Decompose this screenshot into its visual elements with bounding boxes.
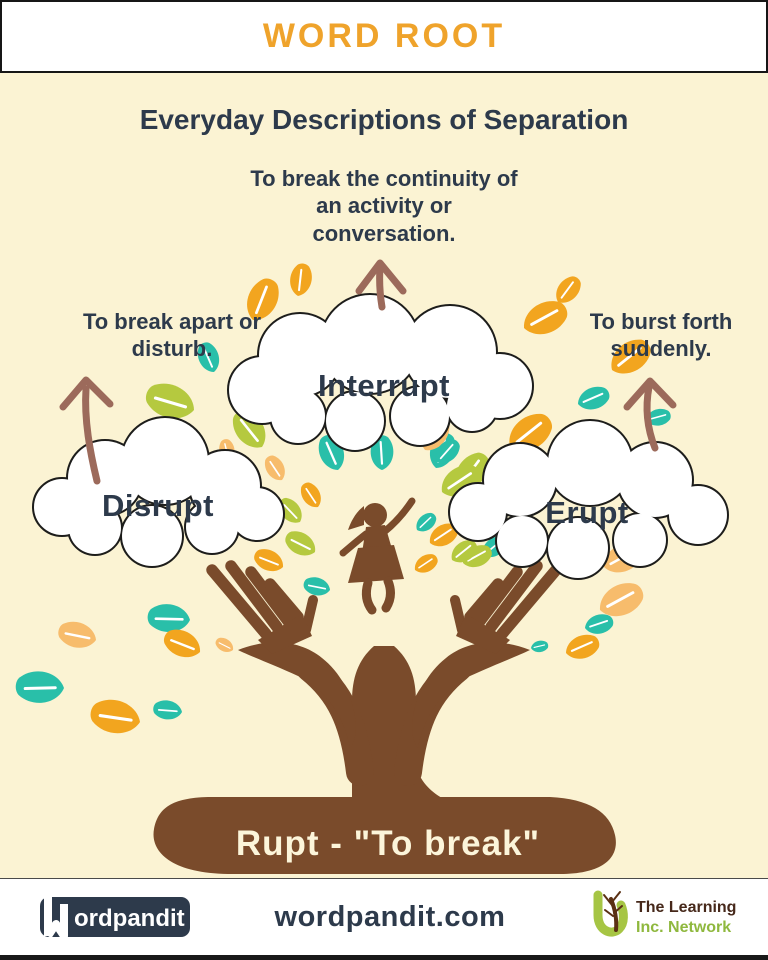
partner-logo-line2: Inc. Network [636, 919, 731, 936]
child-silhouette-icon [339, 497, 416, 615]
site-url: wordpandit.com [274, 900, 506, 933]
footer-bar: ordpandit wordpandit.com The Learning In… [0, 878, 768, 960]
arrows-icon [59, 259, 677, 485]
tree-sprout-icon [602, 891, 623, 932]
tree-hands-icon [206, 560, 562, 800]
bookmark-w-icon [44, 890, 68, 940]
partner-logo-line1: The Learning [636, 899, 736, 916]
interrupt-description: To break the continuity of an activity o… [250, 166, 518, 246]
disrupt-description: To break apart or disturb. [82, 309, 262, 362]
learning-inc-network-logo: The Learning Inc. Network [593, 890, 736, 937]
green-u-icon [593, 890, 628, 937]
interrupt-cloud-label: Interrupt [318, 368, 450, 403]
root-meaning-label: Rupt - "To break" [235, 824, 541, 863]
page-title: WORD ROOT [262, 17, 506, 55]
wordpandit-logo: ordpandit [40, 890, 190, 940]
erupt-cloud-label: Erupt [545, 495, 629, 530]
root-base-icon [153, 797, 616, 874]
clouds-icon [32, 293, 729, 580]
wordpandit-logo-text: ordpandit [74, 905, 185, 932]
main-title: Everyday Descriptions of Separation [139, 104, 629, 135]
header-banner: WORD ROOT [0, 0, 768, 73]
disrupt-cloud-label: Disrupt [102, 488, 214, 523]
erupt-description: To burst forth suddenly. [589, 309, 733, 362]
